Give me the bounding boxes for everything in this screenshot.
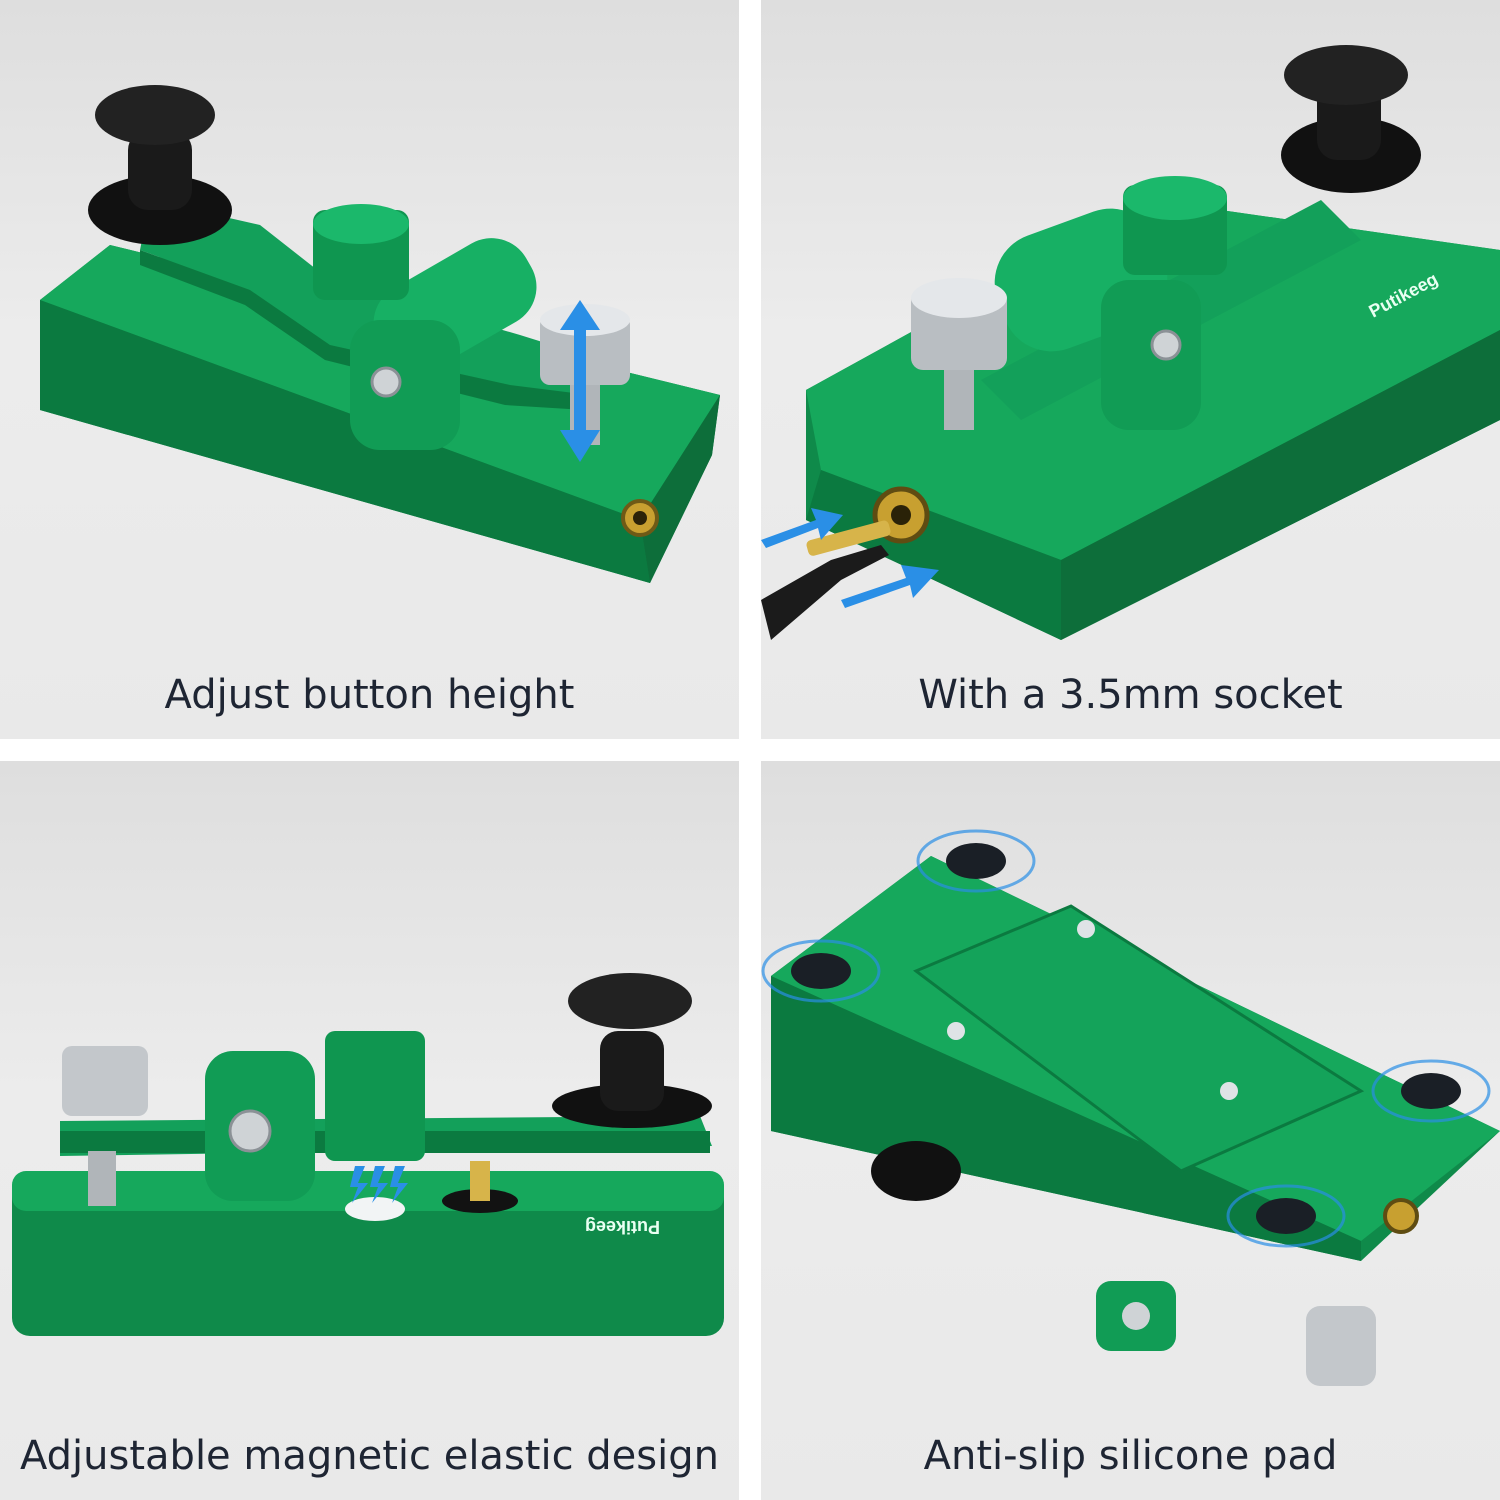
- panel-socket: Putikeeg With a 3.5mm socket: [761, 0, 1500, 739]
- plug-arrow-icon: [761, 508, 939, 608]
- morse-key-side-view: Putikeeg: [761, 45, 1500, 640]
- morse-key-bottom-view: [761, 829, 1500, 1386]
- morse-key-front-view: [40, 85, 720, 583]
- panel-silicone-pad: Anti-slip silicone pad: [761, 761, 1500, 1500]
- caption: Adjustable magnetic elastic design: [20, 1433, 719, 1479]
- panel-magnetic: Putikeeg Adjustable magnetic elastic des…: [0, 761, 739, 1500]
- caption: Adjust button height: [164, 672, 575, 718]
- ripple-icon: [761, 829, 1491, 1248]
- up-down-arrow-icon: [560, 300, 600, 462]
- panel-adjust-height: Adjust button height: [0, 0, 739, 739]
- caption: Anti-slip silicone pad: [923, 1433, 1338, 1479]
- brand-label: Putikeeg: [585, 1217, 660, 1237]
- morse-key-profile-view: Putikeeg: [12, 973, 724, 1336]
- magnet-spark-icon: [350, 1166, 408, 1203]
- caption: With a 3.5mm socket: [918, 672, 1343, 718]
